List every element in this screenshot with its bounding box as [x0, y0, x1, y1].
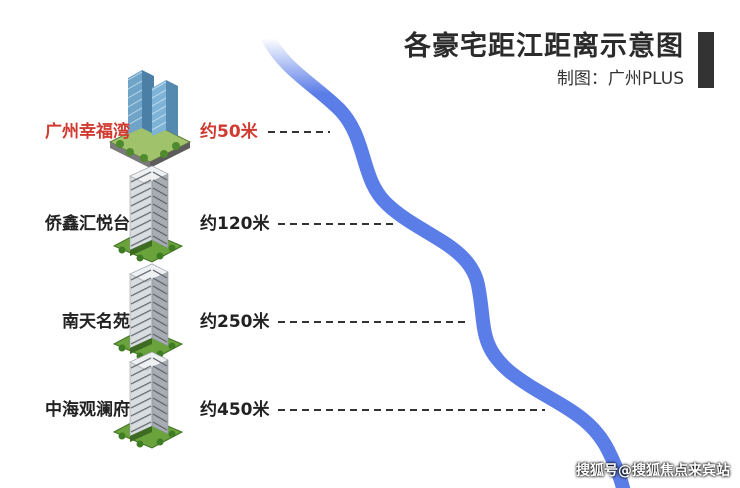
- property-name: 广州幸福湾: [45, 122, 130, 142]
- watermark: 搜狐号@搜狐焦点来宾站: [576, 463, 730, 479]
- distance-label: 约120米: [200, 214, 270, 234]
- green-glass-tower-icon: [108, 70, 192, 168]
- diagram-credit: 制图：广州PLUS: [556, 69, 684, 89]
- building-icons: [108, 70, 192, 449]
- property-name: 南天名苑: [62, 312, 130, 332]
- office-tower-icon: [112, 263, 184, 361]
- property-name: 中海观澜府: [45, 400, 130, 420]
- river: [261, 31, 631, 488]
- distance-label: 约250米: [200, 312, 270, 332]
- office-tower-icon: [112, 351, 184, 449]
- distance-label: 约450米: [200, 400, 270, 420]
- diagram-title: 各豪宅距江距离示意图: [404, 31, 684, 62]
- distance-label: 约50米: [200, 122, 258, 142]
- title-block: 各豪宅距江距离示意图 制图：广州PLUS: [404, 30, 684, 90]
- distance-leaders: [268, 131, 545, 411]
- office-tower-icon: [112, 165, 184, 263]
- title-accent-bar: [698, 32, 714, 88]
- property-name: 侨鑫汇悦台: [45, 214, 130, 234]
